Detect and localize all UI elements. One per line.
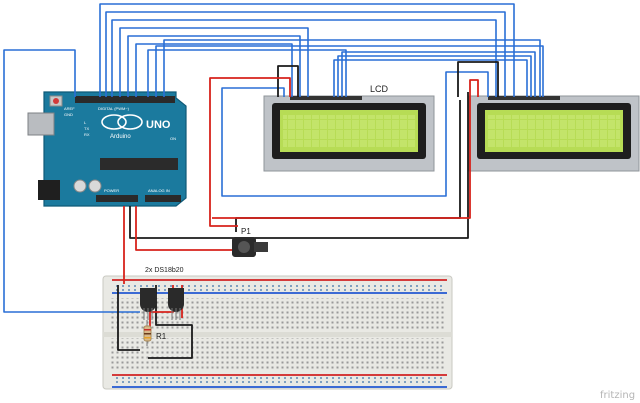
lcd1-pin-header [290,96,362,100]
l-label: L [84,120,87,125]
arduino-logo [101,114,143,130]
resistor-r1 [143,320,152,346]
power-header-label: POWER [104,188,119,193]
pot-label: P1 [241,227,251,236]
blue-data-wires [3,3,544,313]
arduino-uno-label: UNO [146,119,171,131]
lcd2-pin-header [488,96,560,100]
resistor-label: R1 [156,332,167,341]
lcd-module-2 [468,95,640,172]
tx-label: TX [84,126,89,131]
analog-header [145,195,181,202]
rx-label: RX [84,132,90,137]
arduino-brand-label: Arduino [110,134,131,140]
fritzing-watermark: fritzing [600,390,635,401]
potentiometer-p1 [232,237,268,257]
usb-port [27,112,55,136]
breadboard [102,275,453,390]
on-label: ON [170,136,176,141]
arduino-uno-board: UNO Arduino DIGITAL (PWM~) POWER ANALOG … [27,91,187,207]
ds18b20-sensor-1 [140,288,156,320]
lcd-module-1 [263,95,435,172]
digital-header [75,96,175,103]
power-jack [38,180,60,200]
power-header [96,195,138,202]
atmega-chip [100,158,178,170]
digital-header-label: DIGITAL (PWM~) [98,106,130,111]
analog-header-label: ANALOG IN [148,188,170,193]
gnd-label: GND [64,112,73,117]
sensors-label: 2x DS18b20 [145,267,184,274]
lcd-label: LCD [370,84,389,94]
ds18b20-sensor-2 [168,288,184,320]
aref-label: AREF [64,106,75,111]
